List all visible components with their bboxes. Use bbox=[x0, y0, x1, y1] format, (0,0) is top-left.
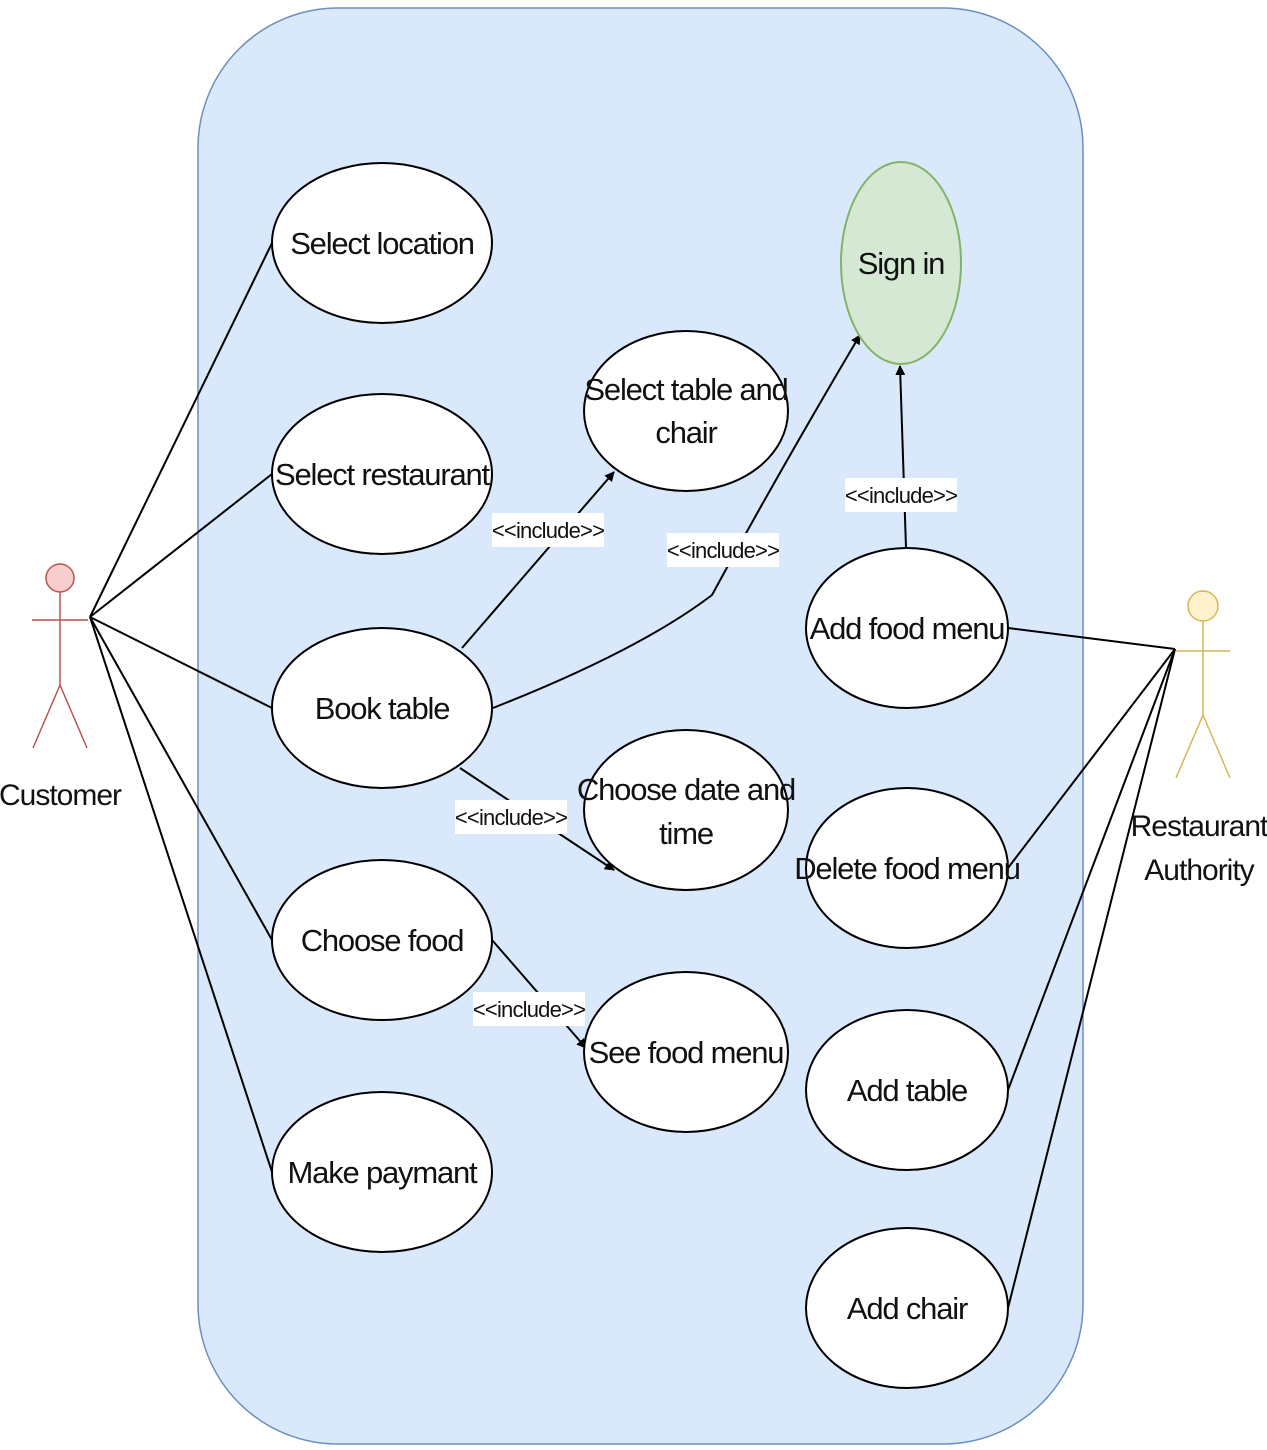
include-label: <<include>> bbox=[473, 997, 585, 1022]
use-case-select-table-chair[interactable]: Select table and chair bbox=[583, 330, 789, 492]
actor-restaurant-authority[interactable]: Restaurant Authority bbox=[1131, 590, 1267, 887]
association-make-payment bbox=[89, 616, 273, 1173]
include-relations bbox=[459, 334, 907, 1049]
use-case-label-line2: chair bbox=[655, 415, 717, 450]
include-label-see-food-menu: <<include>> bbox=[473, 992, 586, 1026]
association-select-location bbox=[89, 242, 273, 618]
include-arrow-table-chair bbox=[461, 471, 615, 649]
authority-associations bbox=[1007, 627, 1176, 1309]
use-case-select-restaurant[interactable]: Select restaurant bbox=[271, 393, 493, 555]
use-case-label: Add chair bbox=[847, 1291, 968, 1326]
use-case-label: Make paymant bbox=[288, 1155, 479, 1190]
include-arrow-sign-in-from-book bbox=[492, 334, 861, 709]
use-case-label: Sign in bbox=[858, 246, 944, 281]
use-case-select-location[interactable]: Select location bbox=[271, 162, 493, 324]
include-label-date-time: <<include>> bbox=[455, 800, 568, 834]
use-case-label: Select restaurant bbox=[275, 457, 491, 492]
include-label-sign-in-book: <<include>> bbox=[667, 533, 780, 567]
association-select-restaurant bbox=[89, 473, 273, 618]
use-case-label-line2: time bbox=[659, 816, 713, 851]
use-case-label: Book table bbox=[315, 691, 450, 726]
stick-figure-icon bbox=[32, 563, 88, 749]
use-case-label-line1: Select table and bbox=[584, 372, 787, 407]
use-case-choose-food[interactable]: Choose food bbox=[271, 859, 493, 1021]
include-arrow-sign-in-from-add-food bbox=[895, 365, 907, 549]
use-case-choose-date-time[interactable]: Choose date and time bbox=[577, 729, 796, 891]
include-label: <<include>> bbox=[845, 483, 957, 508]
use-case-add-table[interactable]: Add table bbox=[805, 1009, 1009, 1171]
include-label: <<include>> bbox=[667, 538, 779, 563]
use-case-label: Choose food bbox=[301, 923, 464, 958]
include-label: <<include>> bbox=[492, 518, 604, 543]
stick-figure-icon bbox=[1175, 590, 1231, 779]
use-case-add-chair[interactable]: Add chair bbox=[805, 1227, 1009, 1389]
actor-customer[interactable]: Customer bbox=[0, 563, 123, 812]
actor-label-line2: Authority bbox=[1144, 854, 1254, 887]
association-add-food-menu bbox=[1007, 627, 1176, 650]
use-case-sign-in[interactable]: Sign in bbox=[840, 161, 962, 365]
association-book-table bbox=[89, 616, 273, 709]
association-delete-food-menu bbox=[1007, 648, 1176, 869]
include-label-table-chair: <<include>> bbox=[492, 513, 605, 547]
actor-label-line1: Restaurant bbox=[1131, 810, 1267, 843]
use-case-label: Add table bbox=[847, 1073, 967, 1108]
association-choose-food bbox=[89, 616, 273, 941]
use-case-book-table[interactable]: Book table bbox=[271, 627, 493, 789]
use-case-see-food-menu[interactable]: See food menu bbox=[583, 971, 789, 1133]
use-case-label: Select location bbox=[290, 226, 474, 261]
association-add-chair bbox=[1007, 648, 1176, 1309]
use-case-add-food-menu[interactable]: Add food menu bbox=[805, 547, 1009, 709]
use-case-delete-food-menu[interactable]: Delete food menu bbox=[794, 787, 1021, 949]
use-case-label-line1: Choose date and bbox=[577, 772, 795, 807]
association-add-table bbox=[1007, 648, 1176, 1091]
use-case-label: Add food menu bbox=[810, 611, 1005, 646]
use-case-make-payment[interactable]: Make paymant bbox=[271, 1091, 493, 1253]
actor-label: Customer bbox=[0, 779, 122, 812]
include-label-sign-in-add-food: <<include>> bbox=[845, 478, 958, 512]
include-label: <<include>> bbox=[455, 805, 567, 830]
use-case-label: Delete food menu bbox=[794, 851, 1020, 886]
use-case-label: See food menu bbox=[589, 1035, 784, 1070]
customer-associations bbox=[89, 242, 273, 1173]
